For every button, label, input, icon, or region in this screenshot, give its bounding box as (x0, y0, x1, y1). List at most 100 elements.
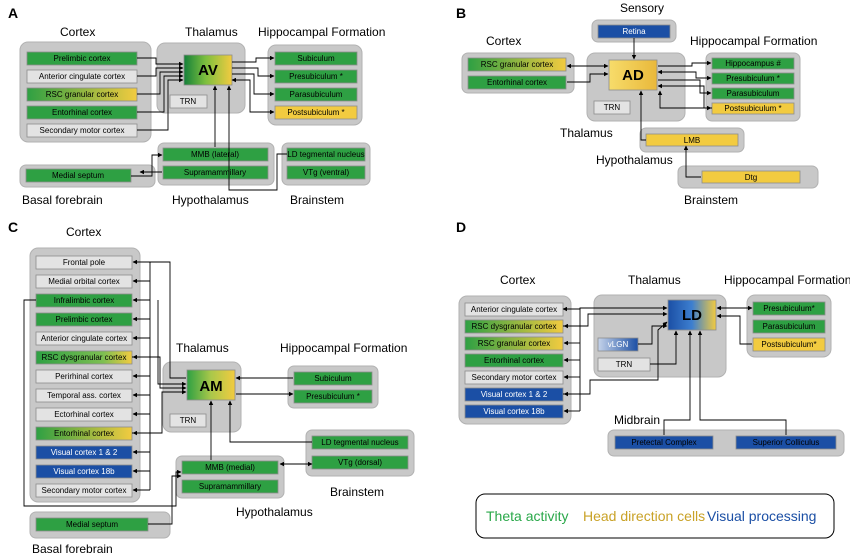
node-pretectal-complex (614, 435, 714, 450)
panel-d-cortex-nodes: Anterior cingulate cortex RSC dysgranula… (464, 302, 564, 419)
connection-arrow (638, 323, 668, 345)
node-label: Ectorhinal cortex (54, 410, 114, 419)
node-label: TRN (616, 360, 633, 369)
node-visual-cortex-18b-c (35, 464, 133, 479)
connection-arrow (150, 261, 186, 379)
node-label: Postsubiculum* (761, 340, 816, 349)
node-am-nucleus (186, 369, 236, 401)
panel-a-header-basal-forebrain: Basal forebrain (22, 193, 103, 207)
node-mmb-medial (181, 460, 279, 475)
connection-arrow (137, 77, 184, 131)
node-label: Dtg (745, 173, 757, 182)
connection-arrow (657, 69, 712, 81)
node-ld-tegmental-c (311, 435, 409, 450)
connection-arrow (697, 330, 787, 435)
panel-c-header-hypothalamus: Hypothalamus (236, 505, 313, 519)
node-label: Hippocampus # (725, 59, 781, 68)
node-secondary-motor-cortex (26, 123, 138, 138)
panel-c-label: C (8, 219, 18, 235)
node-label: Medial septum (52, 171, 104, 180)
connection-arrow (563, 311, 668, 327)
connection-arrow (663, 330, 693, 435)
panel-b-label: B (456, 5, 466, 21)
panel-d-label: D (456, 219, 466, 235)
panel-c-header-cortex: Cortex (66, 225, 101, 239)
node-ad-nucleus (608, 59, 658, 91)
connection-arrow (231, 77, 275, 115)
legend-head-direction: Head direction cells (583, 508, 705, 524)
legend-visual: Visual processing (707, 508, 816, 524)
panel-c: C Cortex Frontal pole Medial orbital cor… (8, 219, 415, 556)
panel-b-header-hypothalamus: Hypothalamus (596, 153, 673, 167)
panel-a-header-cortex: Cortex (60, 25, 95, 39)
node-label: Presubiculum * (306, 392, 360, 401)
panel-c-header-basal-forebrain: Basal forebrain (32, 542, 113, 556)
connection-arrow (232, 67, 275, 79)
node-parasubiculum-b (711, 87, 795, 100)
node-label: Postsubiculum * (724, 104, 781, 113)
node-entorhinal-cortex-d (464, 353, 564, 368)
node-entorhinal-cortex-c (35, 426, 133, 441)
node-av-nucleus (183, 54, 233, 86)
node-label: TRN (180, 416, 197, 425)
node-medial-orbital-cortex (35, 274, 133, 289)
panel-c-header-brainstem: Brainstem (330, 485, 384, 499)
node-infralimbic-cortex (35, 293, 133, 308)
node-label: TRN (604, 103, 621, 112)
node-label: Visual cortex 1 & 2 (51, 448, 118, 457)
node-vlgn (597, 337, 639, 352)
connection-arrow (157, 300, 187, 387)
node-label: MMB (medial) (205, 463, 255, 472)
node-postsubiculum-b (711, 102, 795, 115)
panel-d-header-midbrain: Midbrain (614, 413, 660, 427)
node-label: RSC granular cortex (46, 90, 118, 99)
connection-arrow (683, 145, 701, 178)
panel-d-header-cortex: Cortex (500, 273, 535, 287)
node-label: Parasubiculum (290, 90, 343, 99)
node-label: Supramammillary (199, 482, 261, 491)
panel-b-header-thalamus: Thalamus (560, 126, 613, 140)
panel-c-header-thalamus: Thalamus (176, 341, 229, 355)
node-label: Anterior cingulate cortex (471, 305, 557, 314)
panel-b-connections (566, 38, 712, 178)
node-label: RSC dysgranular cortex (42, 353, 127, 362)
panel-d-header-thalamus: Thalamus (628, 273, 681, 287)
node-label: Infralimbic cortex (54, 296, 114, 305)
node-ld-nucleus (667, 299, 717, 331)
connection-arrow (148, 473, 182, 525)
legend-box (475, 493, 835, 539)
panel-b-header-sensory: Sensory (620, 1, 664, 15)
node-trn-b (593, 100, 631, 115)
panel-b-header-brainstem: Brainstem (684, 193, 738, 207)
node-label: VTg (dorsal) (338, 458, 382, 467)
node-rsc-granular-cortex (26, 87, 138, 102)
node-rsc-dysgranular-cortex-c (35, 350, 133, 365)
panel-a-header-thalamus: Thalamus (185, 25, 238, 39)
node-label: Parasubiculum (727, 89, 780, 98)
connection-arrow (137, 65, 184, 77)
node-label: RSC granular cortex (481, 60, 553, 69)
node-label: LD tegmental nucleus (321, 438, 398, 447)
node-label: RSC granular cortex (478, 339, 550, 348)
panel-a-connections (131, 55, 287, 191)
node-label: VTg (ventral) (303, 168, 350, 177)
connection-arrow (137, 69, 184, 95)
node-label: AV (198, 62, 218, 79)
panel-a-header-brainstem: Brainstem (290, 193, 344, 207)
node-label: Perirhinal cortex (55, 372, 113, 381)
node-perirhinal-cortex (35, 369, 133, 384)
node-label: Subiculum (297, 54, 335, 63)
panel-a-hippocampal-nodes: Subiculum Presubiculum * Parasubiculum P… (274, 51, 358, 120)
node-postsubiculum-a (274, 105, 358, 120)
node-trn-a (169, 94, 208, 109)
node-label: Subiculum (314, 374, 352, 383)
node-presubiculum-d (752, 301, 826, 316)
node-label: Secondary motor cortex (40, 126, 125, 135)
node-parasubiculum-d (752, 319, 826, 334)
legend: Theta activity Head direction cells Visu… (475, 493, 835, 539)
node-trn-c (169, 413, 207, 428)
node-label: AD (622, 67, 644, 84)
node-ectorhinal-cortex (35, 407, 133, 422)
node-trn-d (597, 357, 651, 372)
node-label: AM (199, 378, 222, 395)
